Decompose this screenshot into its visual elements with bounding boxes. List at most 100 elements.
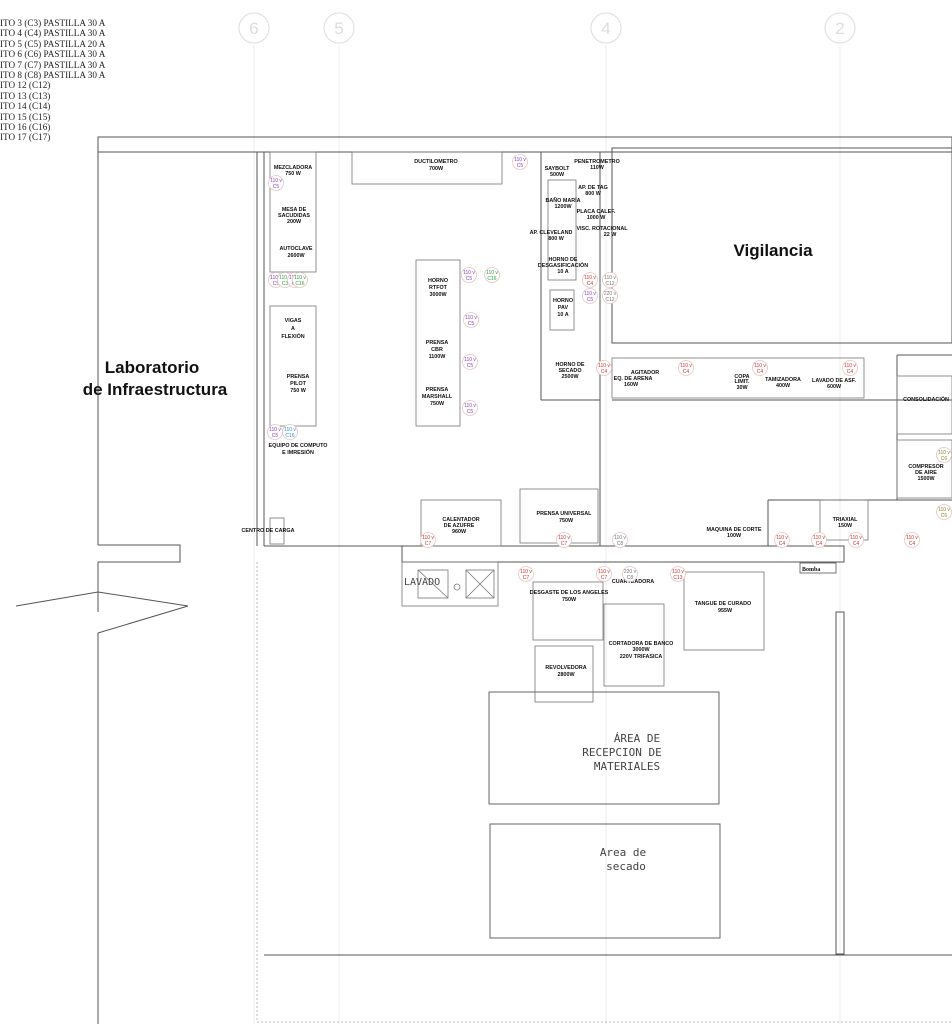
outlet-symbol: [512, 154, 528, 170]
outlet-symbol: [268, 175, 284, 191]
circuit-legend: ITO 3 (C3) PASTILLA 30 A ITO 4 (C4) PAST…: [0, 18, 105, 143]
outlet-voltage: 220 v: [624, 569, 637, 575]
outlet-c5: 110 vC5: [461, 267, 477, 283]
outlet-circuit: C4: [816, 541, 823, 547]
outlet-c5: 110 vC5: [512, 154, 528, 170]
outlet-circuit: C16: [295, 281, 304, 287]
outlet-symbol: [612, 532, 628, 548]
outlet-circuit: C12: [605, 281, 614, 287]
outlet-symbol: [420, 532, 436, 548]
outlet-symbol: [904, 532, 920, 548]
outlet-symbol: [752, 360, 768, 376]
outlet-c7: 110 vC7: [596, 566, 612, 582]
outlet-circuit: C5: [517, 163, 524, 169]
outlet-circuit: C7: [561, 541, 568, 547]
legend-item: ITO 15 (C15): [0, 111, 51, 122]
outlet-circuit: C3: [282, 281, 289, 287]
legend-item: ITO 6 (C6) PASTILLA 30 A: [0, 49, 106, 60]
outlet-circuit: C16: [285, 433, 294, 439]
outlet-symbol: [811, 532, 827, 548]
outlet-voltage: 110 v: [294, 275, 306, 281]
outlet-voltage: 110 v: [906, 535, 918, 541]
outlet-voltage: 110 v: [520, 569, 532, 575]
outlet-voltage: 110 v: [486, 270, 498, 276]
outlet-circuit: C5: [466, 276, 473, 282]
outlet-symbol: [602, 272, 618, 288]
outlet-c5: 110 vC5: [462, 400, 478, 416]
equipment-outlines: [269, 151, 952, 703]
outlet-voltage: 110 v: [269, 427, 281, 433]
outlet-symbol: [582, 272, 598, 288]
axis-grid: [253, 45, 841, 1024]
legend-item: ITO 14 (C14): [0, 101, 51, 112]
outlet-circuit: C5: [468, 321, 475, 327]
outlet-voltage: 110 v: [614, 535, 626, 541]
outlet-symbol: [463, 312, 479, 328]
outlet-voltage: 110 v: [465, 315, 477, 321]
equipment-label: PLACA CALEF.1000 W: [577, 209, 616, 221]
outlet-c5: 110 vC5: [462, 354, 478, 370]
legend-item: ITO 3 (C3) PASTILLA 30 A: [0, 18, 106, 28]
outlet-c4: 110 vC4: [848, 532, 864, 548]
outlet-symbol: [602, 288, 618, 304]
outlet-c7: 110 vC7: [518, 566, 534, 582]
outlet-c4: 110 vC4: [904, 532, 920, 548]
outlet-voltage: 110 v: [422, 535, 434, 541]
outlet-voltage: 110 v: [598, 569, 610, 575]
outlet-circuit: C5: [467, 363, 474, 369]
outlet-circuit: C5: [272, 433, 279, 439]
axis-bubble: [590, 12, 622, 44]
outlet-voltage: 110 v: [584, 291, 596, 297]
outlet-circuit: C5: [467, 409, 474, 415]
outlet-symbol: [670, 566, 686, 582]
outlet-voltage: 110 v: [284, 427, 296, 433]
outlet-circuit: C13: [673, 575, 682, 581]
outlet-symbol: [484, 267, 500, 283]
equipment-label: CENTRO DE CARGA: [241, 528, 294, 534]
outlet-voltage: 110 v: [463, 270, 475, 276]
outlet-c4: 110 vC4: [842, 360, 858, 376]
outlet-circuit: C4: [909, 541, 916, 547]
axis-label: 5: [334, 19, 343, 38]
outlet-symbol: [596, 360, 612, 376]
outlet-voltage: 110 v: [938, 450, 950, 456]
outlet-voltage: 110 v: [850, 535, 862, 541]
outlet-c4: 110 vC4: [774, 532, 790, 548]
legend-item: ITO 5 (C5) PASTILLA 20 A: [0, 38, 106, 49]
outlet-circuit: C5: [273, 184, 280, 190]
outlet-c4: 110 vC4: [596, 360, 612, 376]
axis-bubble: [238, 12, 270, 44]
legend-item: ITO 12 (C12): [0, 80, 51, 91]
outlet-voltage: 110 v: [604, 275, 616, 281]
axis-markers: 6 5 4 2: [238, 12, 856, 44]
outlet-c5: 110 vC5: [582, 288, 598, 304]
outlet-c8: 220 vC8: [622, 566, 638, 582]
outlet-circuit: C8: [627, 575, 634, 581]
lab-room-title: Laboratorio: [105, 358, 199, 377]
lab-room-title: de Infraestructura: [83, 380, 228, 399]
outlet-c4: 110 vC4: [752, 360, 768, 376]
legend-item: ITO 4 (C4) PASTILLA 30 A: [0, 28, 106, 39]
outlet-c7: 110 vC7: [420, 532, 436, 548]
outlet-voltage: 110 v: [844, 363, 856, 369]
outlet-c7: 110 vC7: [556, 532, 572, 548]
outlet-voltage: 110 v: [270, 178, 282, 184]
axis-label: 2: [835, 19, 844, 38]
outlet-circuit: C5: [587, 297, 594, 303]
